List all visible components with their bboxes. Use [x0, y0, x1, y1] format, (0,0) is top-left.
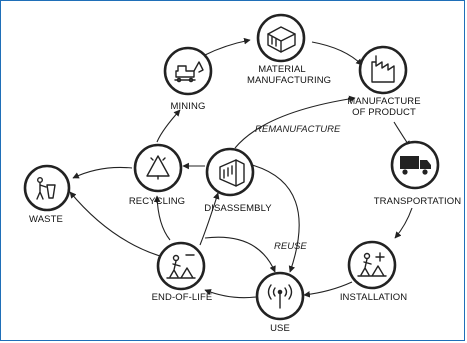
node-disassembly [205, 147, 255, 197]
arrow-installation-to-use [303, 281, 353, 298]
node-manufacture-of-product [358, 45, 408, 95]
disassembly-panel-icon [219, 159, 245, 187]
arrow-endoflife-to-waste [69, 191, 161, 257]
arrow-recycling-to-waste [72, 166, 133, 179]
label-manufacture-line1: MANUFACTURE [347, 96, 421, 107]
node-recycling [133, 143, 183, 193]
recycling-icon [146, 155, 170, 180]
label-disassembly: DISASSEMBLY [204, 203, 272, 214]
arrow-disassembly-to-use [251, 164, 300, 273]
end-of-life-worker-icon [166, 254, 196, 279]
installation-worker-icon [357, 252, 387, 277]
excavator-icon [174, 61, 204, 83]
label-manufacture-of-product: MANUFACTURE OF PRODUCT [344, 96, 424, 118]
label-manufacture-line2: OF PRODUCT [352, 107, 416, 118]
antenna-signal-icon [267, 284, 293, 309]
arrow-mining-to-material [204, 37, 251, 56]
trash-bin-icon [36, 176, 56, 200]
truck-icon [400, 156, 431, 175]
node-end-of-life [156, 241, 206, 291]
label-end-of-life: END-OF-LIFE [151, 292, 213, 303]
arrow-transportation-to-installation [394, 207, 413, 239]
label-transportation: TRANSPORTATION [373, 196, 462, 207]
arrow-recycling-to-mining [156, 109, 181, 143]
label-remanufacture: REMANUFACTURE [255, 124, 341, 135]
arrow-material-to-manufacture [311, 41, 363, 66]
arrow-use-to-endoflife [204, 289, 257, 299]
arrow-disassembly-to-manufacture [234, 95, 356, 149]
label-installation: INSTALLATION [339, 292, 408, 303]
label-reuse: REUSE [274, 241, 307, 252]
arrow-endoflife-to-disassembly [199, 192, 220, 246]
factory-icon [371, 55, 395, 83]
label-material-manufacturing: MATERIAL MANUFACTURING [247, 64, 331, 86]
arrow-endoflife-to-use [204, 236, 276, 273]
label-mining: MINING [170, 101, 206, 112]
label-material-line2: MANUFACTURING [247, 75, 332, 86]
label-waste: WASTE [29, 214, 63, 225]
label-material-line1: MATERIAL [258, 64, 306, 75]
arrow-endoflife-to-recycling [153, 195, 171, 241]
node-installation [347, 240, 397, 290]
label-recycling: RECYCLING [128, 196, 186, 207]
material-block-icon [267, 26, 296, 53]
node-material-manufacturing [256, 13, 306, 63]
label-use: USE [270, 323, 290, 334]
